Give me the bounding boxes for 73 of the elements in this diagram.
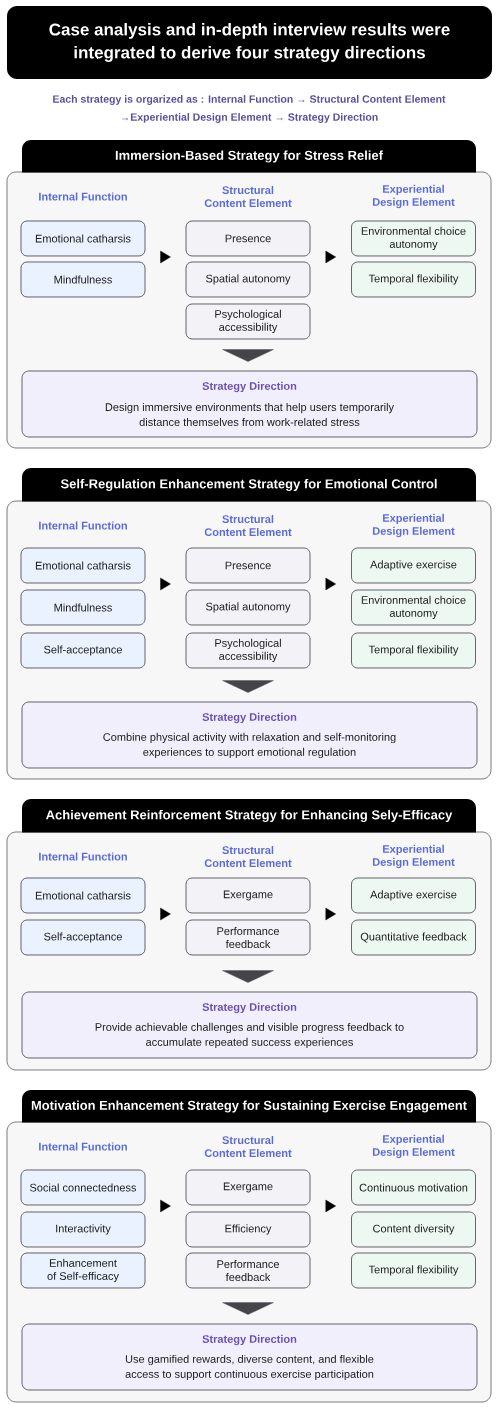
box-text: Combine physical activity with relaxation and self-monitoring experiences to support emotional regulation (103, 732, 396, 759)
box-heading: Strategy Direction (202, 381, 297, 393)
box-text: Provide achievable challenges and visible progress feedback to accumulate repeated success experiences (95, 1022, 404, 1049)
box-heading: Strategy Direction (202, 1002, 297, 1014)
section-header: Self-Regulation Enhancement Strategy for Emotional Control (22, 468, 476, 502)
arrow (160, 1199, 171, 1213)
element-box: Temporal flexibility (351, 1252, 476, 1289)
element-box: Performance feedback (185, 919, 311, 956)
chevron (222, 970, 274, 983)
element-box: Quantitative feedback (351, 919, 476, 956)
chevron (222, 680, 274, 693)
arrow (325, 250, 336, 264)
box-text: Use gamified rewards, diverse content, and flexible access to support continuous exercise participation (125, 1354, 374, 1381)
element-box: Mindfulness (20, 261, 146, 298)
arrow (160, 577, 171, 591)
element-box: Continuous motivation (351, 1169, 476, 1206)
arrow (325, 577, 336, 591)
element-box: Exergame (185, 877, 311, 914)
element-box: Emotional catharsis (20, 877, 146, 914)
element-box: Interactivity (20, 1211, 146, 1248)
chevron (222, 349, 274, 362)
element-box: Self-acceptance (20, 919, 146, 956)
section-header: Immersion-Based Strategy for Stress Relief (22, 140, 476, 173)
column-heading: Structural Content Element (204, 185, 292, 208)
element-box: Content diversity (351, 1211, 476, 1248)
element-box: Mindfulness (20, 589, 146, 626)
element-box: Social connectedness (20, 1169, 146, 1206)
title-banner: Case analysis and in-depth interview results were integrated to derive four strategy directions (7, 6, 492, 79)
chevron (222, 1302, 274, 1315)
section-header: Achievement Reinforcement Strategy for Enhancing Sely-Efficacy (22, 799, 476, 833)
element-box: Temporal flexibility (351, 261, 476, 298)
column-heading: Experiential Design Element (373, 1134, 455, 1159)
column-heading: Structural Content Element (204, 845, 292, 868)
element-box: Presence (185, 220, 311, 257)
box-text: Design immersive environments that help users temporarily distance themselves from work-related stress (105, 402, 394, 427)
column-heading: Structural Content Element (204, 1135, 292, 1158)
element-box: Spatial autonomy (185, 589, 311, 626)
element-box: Adaptive exercise (351, 547, 476, 584)
element-box: Self-acceptance (20, 632, 146, 669)
arrow (325, 907, 336, 921)
element-box: Enhancement of Self-efficacy (20, 1252, 146, 1289)
column-heading: Experiential Design Element (373, 184, 455, 209)
column-heading: Internal Function (39, 192, 127, 201)
box-heading: Strategy Direction (202, 712, 297, 724)
element-box: Temporal flexibility (351, 632, 476, 669)
column-heading: Structural Content Element (204, 514, 292, 537)
box-heading: Strategy Direction (202, 1334, 297, 1346)
element-box: Emotional catharsis (20, 547, 146, 584)
arrow (160, 907, 171, 921)
strategy-box (21, 991, 478, 1059)
subtitle: Each strategy is orgarized as : Internal Function → Structural Content Element →Experiential Design Element → Strategy Direction (53, 95, 446, 123)
element-box: Performance feedback (185, 1252, 311, 1289)
column-heading: Internal Function (39, 521, 127, 530)
column-heading: Experiential Design Element (373, 513, 455, 538)
arrow (160, 250, 171, 264)
element-box: Adaptive exercise (351, 877, 476, 914)
element-box: Emotional catharsis (20, 220, 146, 257)
element-box: Psychological accessibility (185, 303, 311, 340)
element-box: Psychological accessibility (185, 632, 311, 669)
element-box: Efficiency (185, 1211, 311, 1248)
element-box: Environmental choice autonomy (351, 220, 476, 257)
element-box: Spatial autonomy (185, 261, 311, 298)
strategy-box (21, 1323, 478, 1391)
section-header: Motivation Enhancement Strategy for Sustaining Exercise Engagement (22, 1090, 476, 1123)
column-heading: Internal Function (39, 1142, 127, 1151)
column-heading: Internal Function (39, 852, 127, 861)
element-box: Presence (185, 547, 311, 584)
arrow (325, 1199, 336, 1213)
element-box: Exergame (185, 1169, 311, 1206)
strategy-box (21, 370, 478, 438)
column-heading: Experiential Design Element (373, 844, 455, 869)
element-box: Environmental choice autonomy (351, 589, 476, 626)
strategy-box (21, 701, 478, 769)
